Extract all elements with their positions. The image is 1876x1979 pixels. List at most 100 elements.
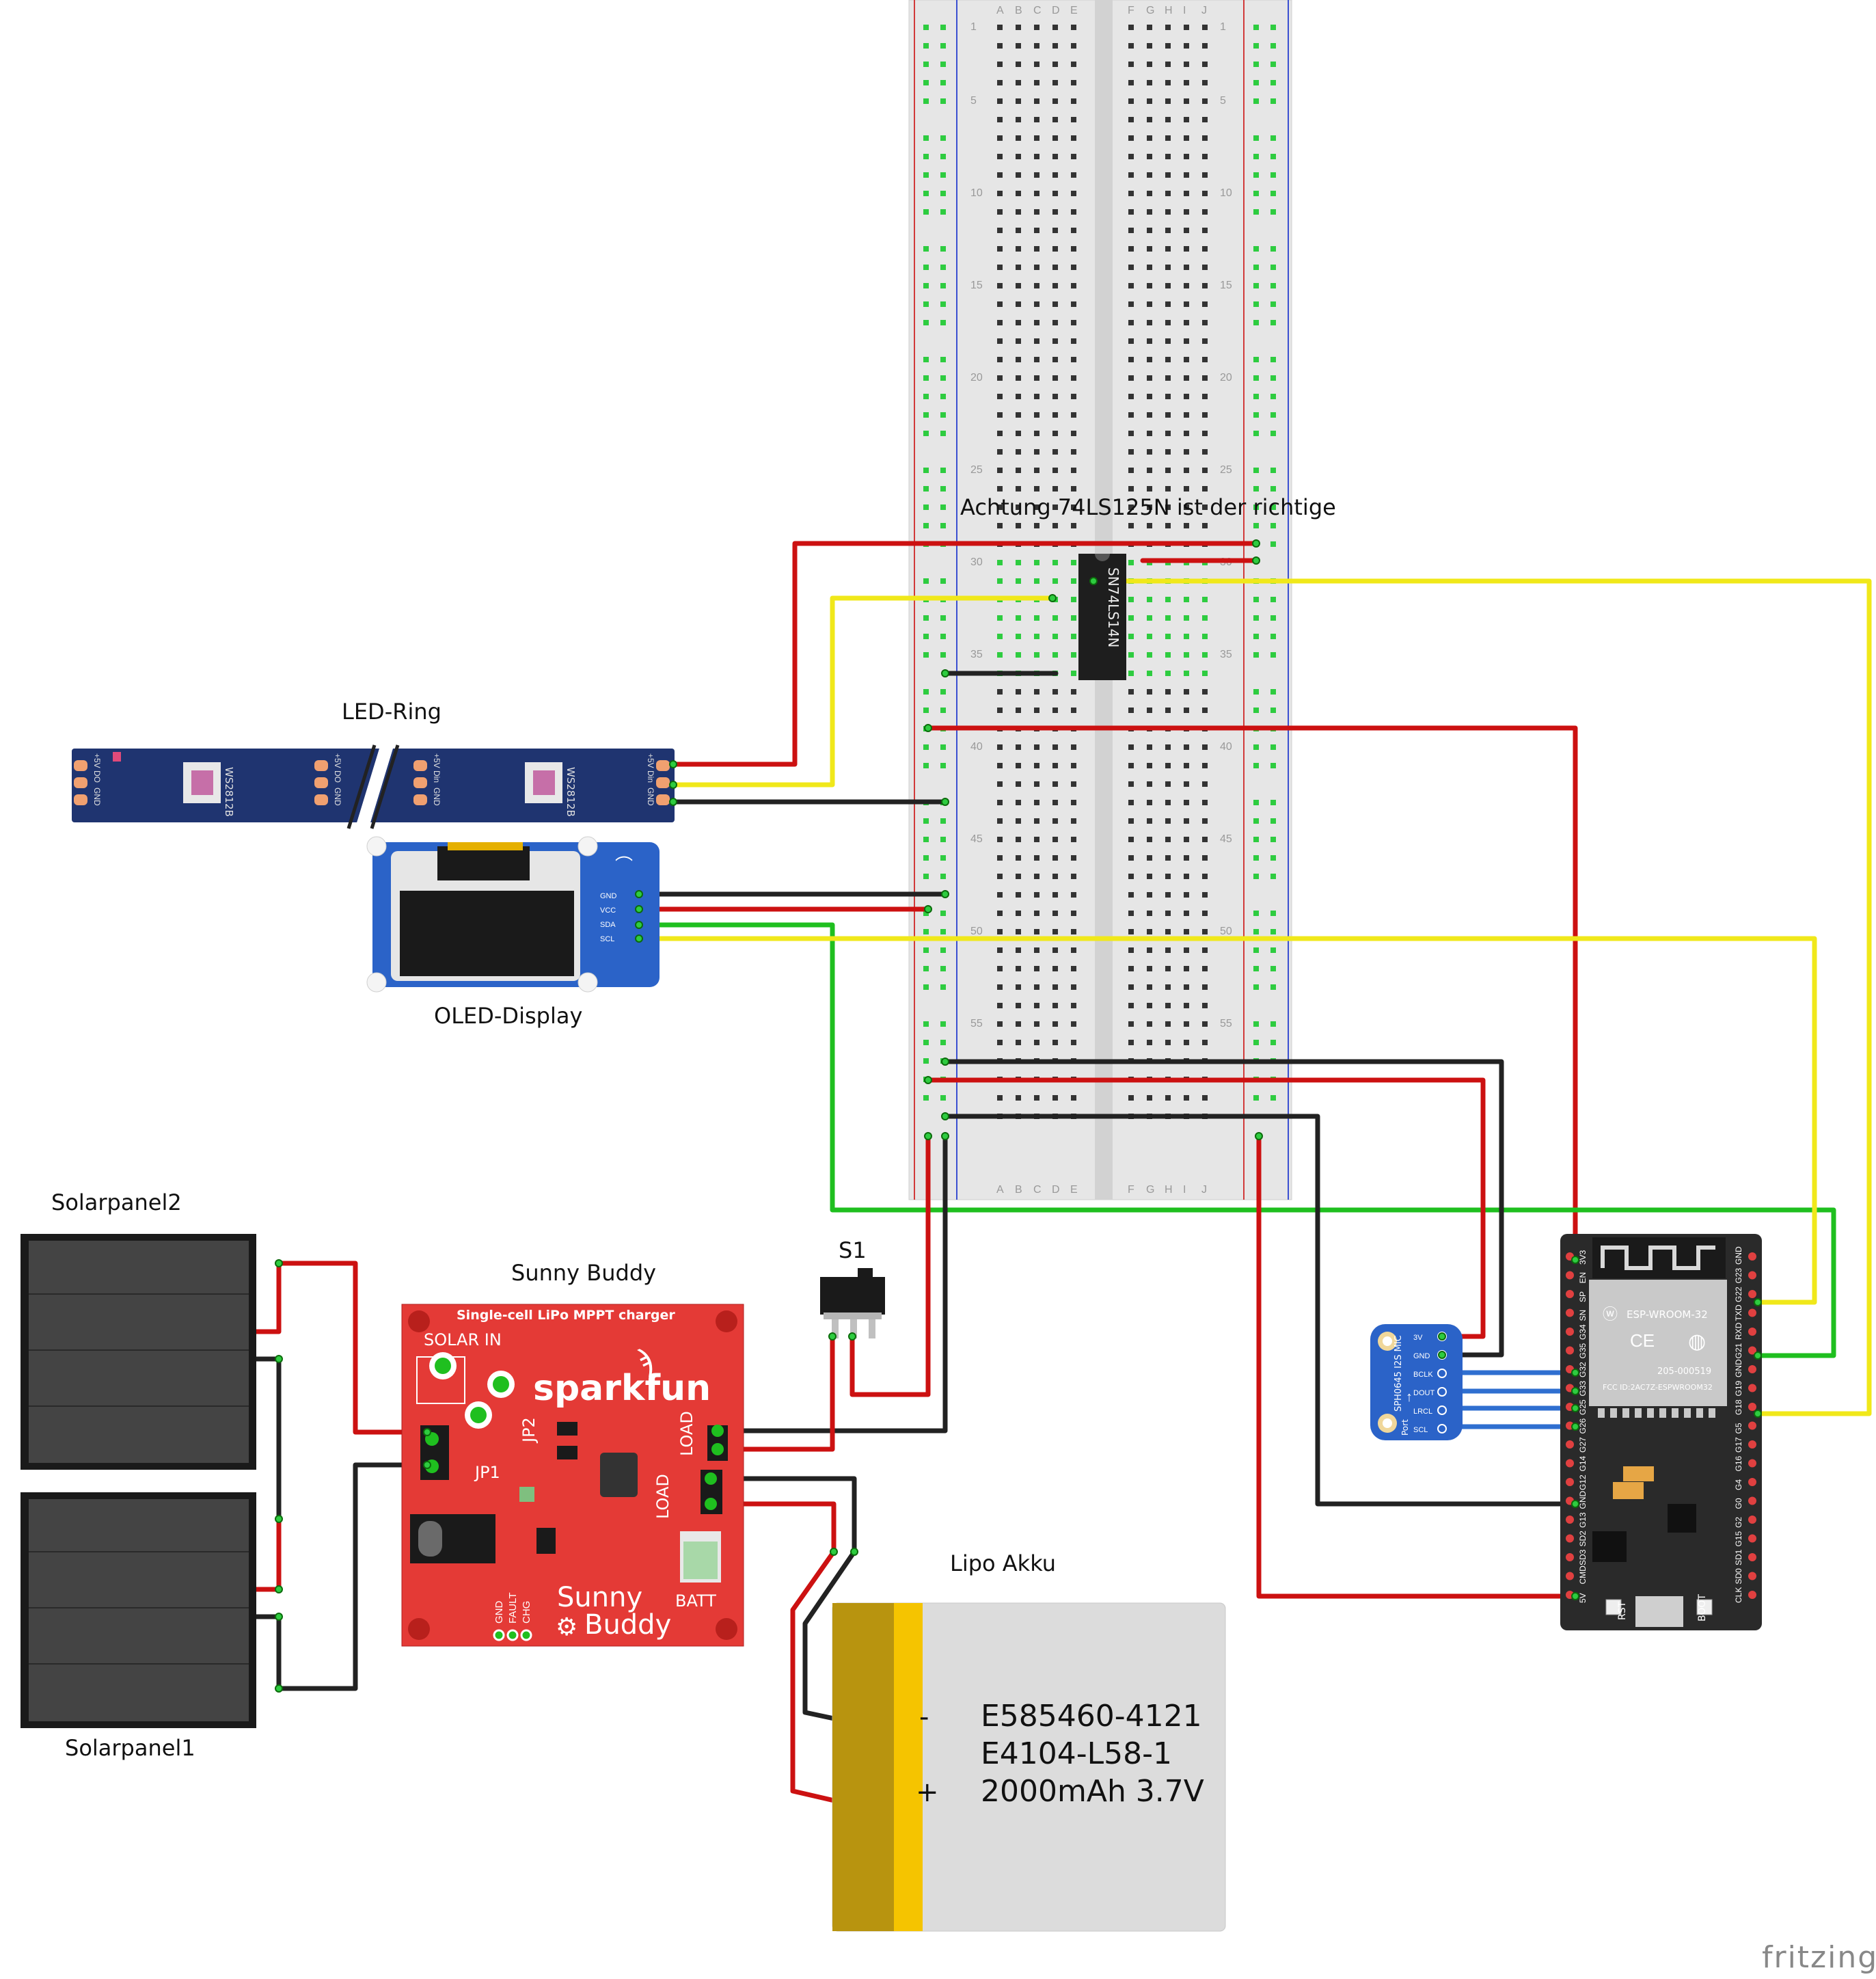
wire-endpoint: [941, 1132, 949, 1140]
led-lens-1: [191, 770, 213, 795]
breadboard-hole: [1016, 892, 1021, 898]
breadboard-hole: [1071, 62, 1076, 67]
breadboard-hole: [1202, 301, 1208, 307]
rail-hole: [1270, 744, 1276, 750]
breadboard-hole: [1147, 468, 1152, 473]
row-number: 25: [1220, 464, 1232, 476]
sunny-buddy-board[interactable]: Single-cell LiPo MPPT charger SOLAR IN ϡ…: [401, 1304, 744, 1647]
rail-hole: [923, 874, 929, 879]
solar-in-pad-3-inner: [470, 1407, 487, 1423]
rail-hole: [923, 763, 929, 768]
rail-hole: [923, 98, 929, 104]
wire-oled-scl: [636, 936, 1817, 1305]
slide-switch[interactable]: [820, 1268, 885, 1338]
strip-pad: [413, 760, 427, 771]
i2s-port: Port: [1400, 1419, 1410, 1436]
breadboard-hole: [1052, 80, 1058, 85]
rail-hole: [940, 25, 946, 30]
breadboard-hole: [1165, 892, 1171, 898]
breadboard-hole: [1052, 394, 1058, 399]
breadboard-hole: [1016, 449, 1021, 455]
solar-panel-2[interactable]: [21, 1234, 256, 1470]
solar-panel-1[interactable]: [21, 1492, 256, 1728]
i2s-mic-board[interactable]: SPH0645 I2S MIC Port ↑ 3VGNDBCLKDOUTLRCL…: [1370, 1324, 1463, 1440]
breadboard-hole: [1147, 966, 1152, 971]
strip-pad-label: Din: [432, 770, 441, 783]
breadboard-hole: [1202, 172, 1208, 178]
wire-endpoint: [275, 1259, 283, 1267]
breadboard-hole: [1016, 855, 1021, 861]
breadboard-hole: [1034, 209, 1039, 215]
rail-hole: [940, 1095, 946, 1101]
breadboard-hole: [1128, 652, 1134, 658]
breadboard-hole: [1184, 191, 1189, 196]
breadboard-hole: [1052, 504, 1058, 510]
breadboard-hole: [1165, 1040, 1171, 1045]
breadboard-hole: [1147, 154, 1152, 159]
breadboard-hole: [1202, 265, 1208, 270]
breadboard-hole: [1034, 578, 1039, 584]
rail-hole: [923, 523, 929, 528]
rail-hole: [940, 1021, 946, 1027]
breadboard-hole: [1184, 874, 1189, 879]
esp-usb-port: [1635, 1596, 1683, 1627]
strip-pad-label: Din: [646, 770, 655, 783]
esp-boot-button[interactable]: [1696, 1599, 1713, 1615]
rail-hole: [1270, 541, 1276, 547]
breadboard-hole: [1147, 911, 1152, 916]
breadboard-hole: [1165, 431, 1171, 436]
rail-hole: [923, 301, 929, 307]
ic-chip[interactable]: SN74LS14N: [1078, 554, 1126, 680]
esp-left-pin-label: CMD: [1578, 1565, 1588, 1585]
esp-rst-button[interactable]: [1605, 1599, 1622, 1615]
esp-module-can: [1589, 1280, 1727, 1406]
esp-right-pin: [1748, 1308, 1756, 1317]
esp-right-pin-label: TXD: [1734, 1304, 1743, 1321]
rail-hole: [940, 431, 946, 436]
breadboard-hole: [997, 357, 1003, 362]
breadboard-hole: [1071, 1095, 1076, 1101]
breadboard-hole: [1147, 375, 1152, 381]
breadboard-hole: [1147, 947, 1152, 953]
rail-hole: [1270, 320, 1276, 325]
rail-hole: [923, 283, 929, 288]
breadboard-hole: [997, 98, 1003, 104]
led-ring-label: LED-Ring: [342, 699, 441, 725]
breadboard-hole: [1071, 652, 1076, 658]
rail-hole: [1253, 246, 1259, 252]
battery-line3: 2000mAh 3.7V: [981, 1774, 1204, 1809]
breadboard-hole: [1052, 25, 1058, 30]
wire-panel-link-black-b: [252, 1614, 282, 1691]
breadboard-hole: [1165, 615, 1171, 621]
breadboard-hole: [1147, 117, 1152, 122]
breadboard-hole: [1202, 412, 1208, 418]
breadboard-hole: [1016, 929, 1021, 934]
rail-hole: [1253, 191, 1259, 196]
breadboard-hole: [1184, 25, 1189, 30]
rail-hole: [1253, 1095, 1259, 1101]
oled-mount-hole-2: [577, 836, 598, 857]
wire-panel-link-red-a: [252, 1261, 282, 1334]
rail-hole: [940, 172, 946, 178]
breadboard-hole: [1184, 1040, 1189, 1045]
i2s-pin-label: SCL: [1413, 1426, 1428, 1434]
lipo-battery[interactable]: - + E585460-4121 E4104-L58-1 2000mAh 3.7…: [832, 1602, 1226, 1932]
breadboard-hole: [1165, 689, 1171, 695]
breadboard-hole: [1128, 523, 1134, 528]
esp32-board[interactable]: ⓦ ESP-WROOM-32 CE ◍ 205-000519 FCC ID:2A…: [1560, 1234, 1762, 1630]
breadboard-hole: [1071, 560, 1076, 565]
switch-label: S1: [839, 1237, 867, 1263]
ic-marking: SN74LS14N: [1105, 567, 1121, 647]
breadboard-hole: [1128, 320, 1134, 325]
column-letter: I: [1183, 1184, 1186, 1196]
rail-hole: [923, 191, 929, 196]
breadboard-hole: [1184, 301, 1189, 307]
breadboard-hole: [1184, 984, 1189, 990]
breadboard-hole: [1071, 800, 1076, 805]
breadboard-hole: [1128, 689, 1134, 695]
breadboard-hole: [1147, 652, 1152, 658]
breadboard-hole: [1147, 892, 1152, 898]
